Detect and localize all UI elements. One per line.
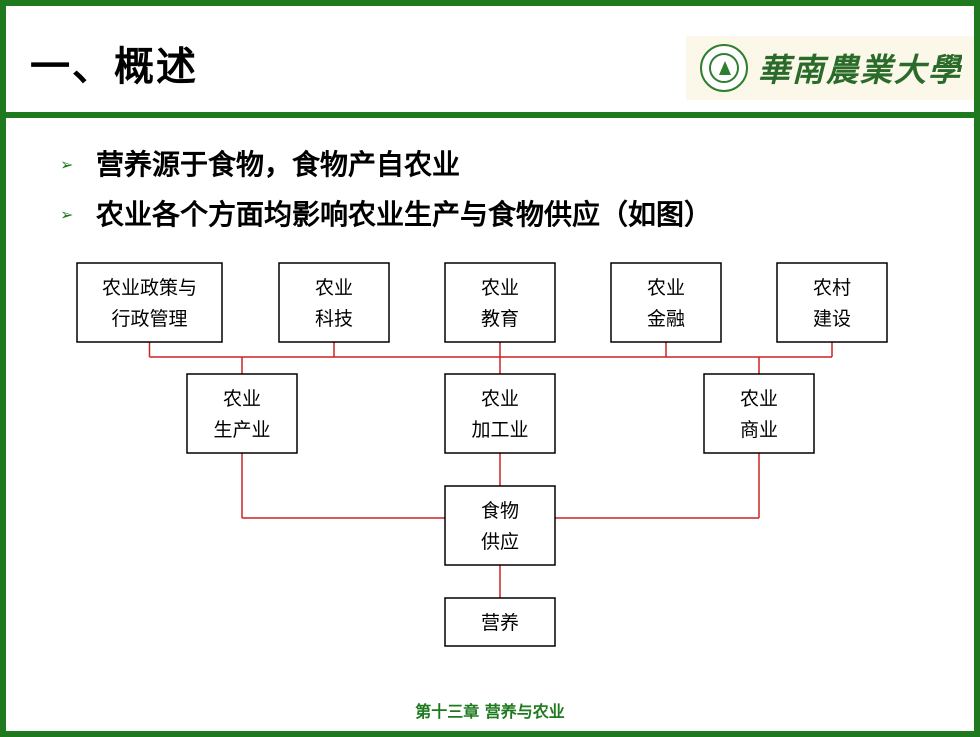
node-box — [76, 262, 223, 343]
slide-title: 一、概述 — [30, 44, 198, 90]
slide-footer: 第十三章 营养与农业 — [415, 702, 565, 721]
node-box — [444, 373, 556, 454]
node-label: 农业 — [481, 388, 519, 410]
bullet-arrow-icon: ➢ — [60, 205, 74, 224]
node-label: 金融 — [647, 308, 685, 330]
university-seal-icon — [700, 44, 748, 92]
bullet-item: ➢ 农业各个方面均影响农业生产与食物供应（如图） — [60, 190, 712, 240]
node-label: 营养 — [481, 612, 519, 634]
node-label: 科技 — [315, 308, 353, 330]
node-label: 商业 — [740, 419, 778, 441]
bullet-text: 农业各个方面均影响农业生产与食物供应（如图） — [96, 198, 713, 231]
node-label: 生产业 — [213, 419, 270, 441]
node-box — [186, 373, 298, 454]
node-label: 农业政策与 — [102, 277, 197, 299]
node-box — [444, 597, 556, 647]
node-label: 农业 — [647, 277, 685, 299]
node-label: 食物 — [481, 500, 519, 522]
node-label: 农业 — [223, 388, 261, 410]
university-name: 華南農業大學 — [758, 51, 963, 89]
node-box — [278, 262, 390, 343]
bullet-text: 营养源于食物，食物产自农业 — [96, 148, 461, 181]
node-box — [444, 262, 556, 343]
node-label: 农业 — [481, 277, 519, 299]
node-box — [776, 262, 888, 343]
diagram-node-food: 食物供应 — [444, 485, 556, 566]
bullet-list: ➢ 营养源于食物，食物产自农业 ➢ 农业各个方面均影响农业生产与食物供应（如图） — [60, 140, 712, 240]
node-box — [444, 485, 556, 566]
node-label: 供应 — [481, 531, 519, 553]
bullet-arrow-icon: ➢ — [60, 155, 74, 174]
node-box — [610, 262, 722, 343]
university-logo: 華南農業大學 — [686, 36, 974, 100]
bullet-item: ➢ 营养源于食物，食物产自农业 — [60, 140, 712, 190]
node-label: 教育 — [481, 308, 519, 330]
node-label: 加工业 — [471, 419, 528, 441]
node-label: 农业 — [315, 277, 353, 299]
slide-header: 一、概述 華南農業大學 — [6, 6, 974, 118]
node-box — [703, 373, 815, 454]
node-label: 行政管理 — [111, 308, 187, 330]
diagram-node-nutrition: 营养 — [444, 597, 556, 647]
node-label: 农业 — [740, 388, 778, 410]
node-label: 农村 — [813, 277, 851, 299]
node-label: 建设 — [813, 308, 851, 330]
